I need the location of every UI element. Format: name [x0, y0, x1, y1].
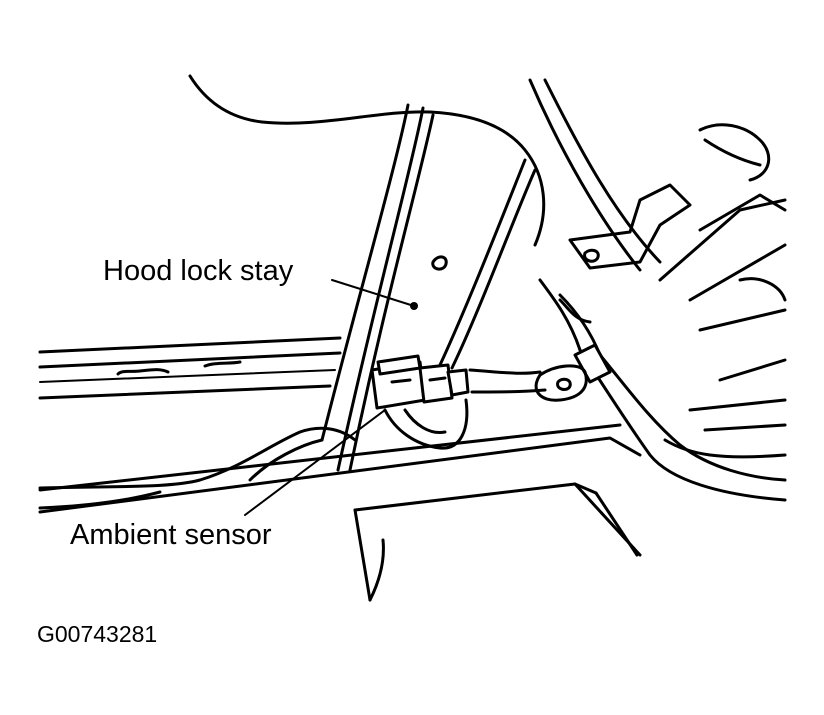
front-lower-panel [38, 423, 642, 602]
body-outline-curve [188, 74, 546, 247]
hood-lock-stay-leader-dot [410, 302, 418, 310]
hood-lock-stay-label: Hood lock stay [103, 255, 294, 287]
hood-lock-stay [248, 103, 537, 482]
ambient-sensor-connector [370, 354, 470, 450]
wiring-harness [468, 78, 787, 502]
figure-id: G00743281 [37, 621, 157, 647]
engine-compartment-detail [658, 123, 787, 459]
ambient-sensor-leader [244, 409, 386, 516]
ambient-sensor-label: Ambient sensor [70, 519, 272, 551]
hood-lock-stay-leader [331, 279, 415, 307]
radiator-core-rails [38, 336, 357, 510]
